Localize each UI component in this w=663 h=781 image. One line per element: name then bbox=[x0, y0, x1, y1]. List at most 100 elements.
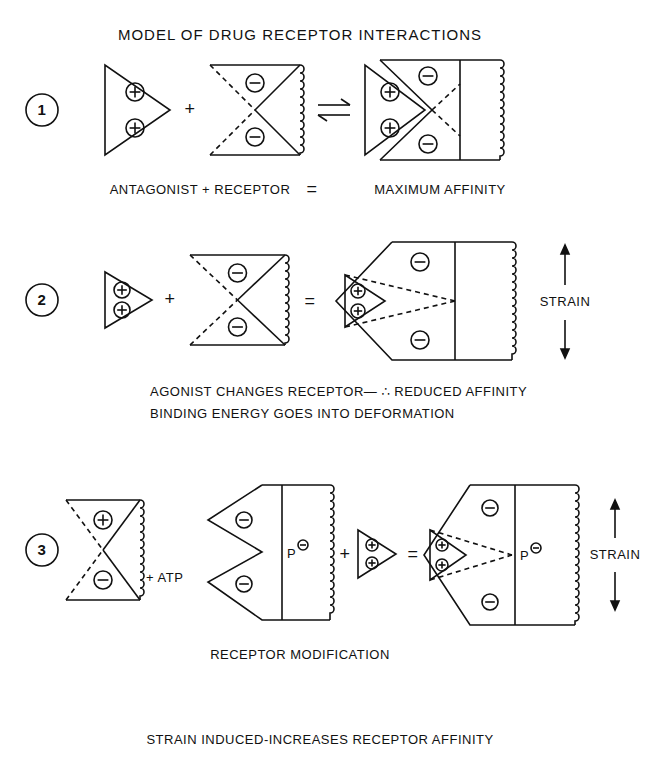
modified-receptor bbox=[208, 485, 330, 620]
solid-line bbox=[380, 159, 500, 161]
arrow-head bbox=[611, 500, 619, 509]
solid-line bbox=[415, 339, 426, 341]
solid-line bbox=[318, 114, 350, 116]
solid-line bbox=[281, 485, 283, 620]
negative-charge bbox=[236, 512, 252, 528]
arrow-head bbox=[561, 349, 569, 358]
equals-sign: = bbox=[306, 180, 317, 200]
membrane-edge bbox=[300, 65, 304, 155]
negative-charge bbox=[419, 67, 437, 85]
dashed-line bbox=[210, 65, 255, 110]
caption-text: AGONIST CHANGES RECEPTOR— ∴ REDUCED AFFI… bbox=[150, 385, 527, 399]
positive-charge bbox=[114, 302, 130, 318]
solid-line bbox=[441, 561, 443, 568]
plus-sign: + bbox=[184, 100, 195, 120]
solid-line bbox=[250, 82, 261, 84]
solid-line bbox=[121, 285, 123, 295]
antagonist-triangle bbox=[365, 65, 425, 155]
solid-line bbox=[441, 541, 443, 548]
dashed-line bbox=[430, 530, 512, 555]
antagonist-triangle bbox=[105, 65, 170, 155]
membrane-edge bbox=[285, 255, 289, 345]
negative-charge bbox=[298, 540, 308, 550]
negative-charge bbox=[229, 264, 247, 282]
dashed-line bbox=[345, 275, 455, 301]
equals-sign: = bbox=[407, 545, 418, 565]
positive-charge bbox=[126, 83, 144, 101]
membrane-edge bbox=[500, 60, 504, 160]
solid-line bbox=[389, 87, 391, 98]
agonist-triangle bbox=[430, 530, 466, 580]
solid-line bbox=[485, 507, 495, 509]
solid-line bbox=[102, 515, 104, 526]
callout-number: 3 bbox=[38, 542, 47, 559]
solid-line bbox=[232, 326, 243, 328]
dashed-line bbox=[432, 110, 460, 136]
strain-label: STRAIN bbox=[540, 295, 591, 309]
deformed-receptor bbox=[424, 485, 575, 625]
solid-line bbox=[357, 287, 359, 295]
number-ring bbox=[26, 284, 58, 316]
agonist-triangle bbox=[358, 530, 396, 578]
negative-charge bbox=[411, 331, 429, 349]
solid-line bbox=[210, 64, 300, 66]
strain-label: STRAIN bbox=[590, 548, 641, 562]
solid-line bbox=[533, 547, 539, 549]
solid-line bbox=[255, 65, 300, 110]
positive-charge bbox=[366, 557, 378, 569]
dashed-line bbox=[430, 555, 512, 580]
equals-sign: = bbox=[304, 292, 315, 312]
solid-line bbox=[66, 499, 140, 501]
positive-charge bbox=[436, 559, 448, 571]
negative-charge bbox=[482, 594, 498, 610]
solid-line bbox=[357, 307, 359, 315]
solid-line bbox=[415, 261, 426, 263]
solid-line bbox=[380, 59, 500, 61]
solid-line bbox=[250, 136, 261, 138]
negative-charge bbox=[482, 500, 498, 516]
negative-charge bbox=[236, 576, 252, 592]
positive-charge bbox=[366, 539, 378, 551]
arrow-head bbox=[611, 601, 619, 610]
positive-charge bbox=[114, 282, 130, 298]
solid-line bbox=[318, 104, 350, 106]
positive-charge bbox=[351, 304, 365, 318]
diagram-title: MODEL OF DRUG RECEPTOR INTERACTIONS bbox=[118, 27, 482, 44]
solid-line bbox=[210, 154, 300, 156]
solid-line bbox=[103, 500, 140, 550]
solid-line bbox=[300, 544, 306, 546]
solid-line bbox=[318, 115, 327, 121]
phosphate-label: P bbox=[520, 549, 529, 563]
plus-sign: + bbox=[339, 545, 350, 565]
number-ring bbox=[26, 94, 58, 126]
solid-line bbox=[103, 550, 140, 600]
phosphate-label: P bbox=[287, 547, 296, 561]
dashed-line bbox=[66, 500, 103, 550]
solid-line bbox=[423, 143, 434, 145]
positive-charge bbox=[94, 511, 112, 529]
deformed-receptor bbox=[336, 242, 512, 360]
solid-line bbox=[134, 87, 136, 98]
positive-charge bbox=[381, 119, 399, 137]
agonist-triangle bbox=[105, 272, 152, 328]
caption-text: MAXIMUM AFFINITY bbox=[374, 183, 506, 197]
number-ring bbox=[26, 534, 58, 566]
membrane-edge bbox=[512, 242, 516, 360]
receptor-notch bbox=[380, 60, 432, 160]
positive-charge bbox=[436, 539, 448, 551]
negative-charge bbox=[419, 135, 437, 153]
negative-charge bbox=[246, 128, 264, 146]
negative-charge bbox=[246, 74, 264, 92]
membrane-edge bbox=[330, 485, 334, 620]
solid-line bbox=[459, 60, 461, 160]
solid-line bbox=[341, 99, 350, 105]
dashed-line bbox=[345, 301, 455, 327]
solid-line bbox=[255, 110, 300, 155]
positive-charge bbox=[126, 119, 144, 137]
membrane-edge bbox=[575, 485, 579, 625]
caption-text: BINDING ENERGY GOES INTO DEFORMATION bbox=[150, 407, 455, 421]
plus-sign: + bbox=[164, 290, 175, 310]
negative-charge bbox=[531, 543, 541, 553]
solid-line bbox=[190, 344, 285, 346]
